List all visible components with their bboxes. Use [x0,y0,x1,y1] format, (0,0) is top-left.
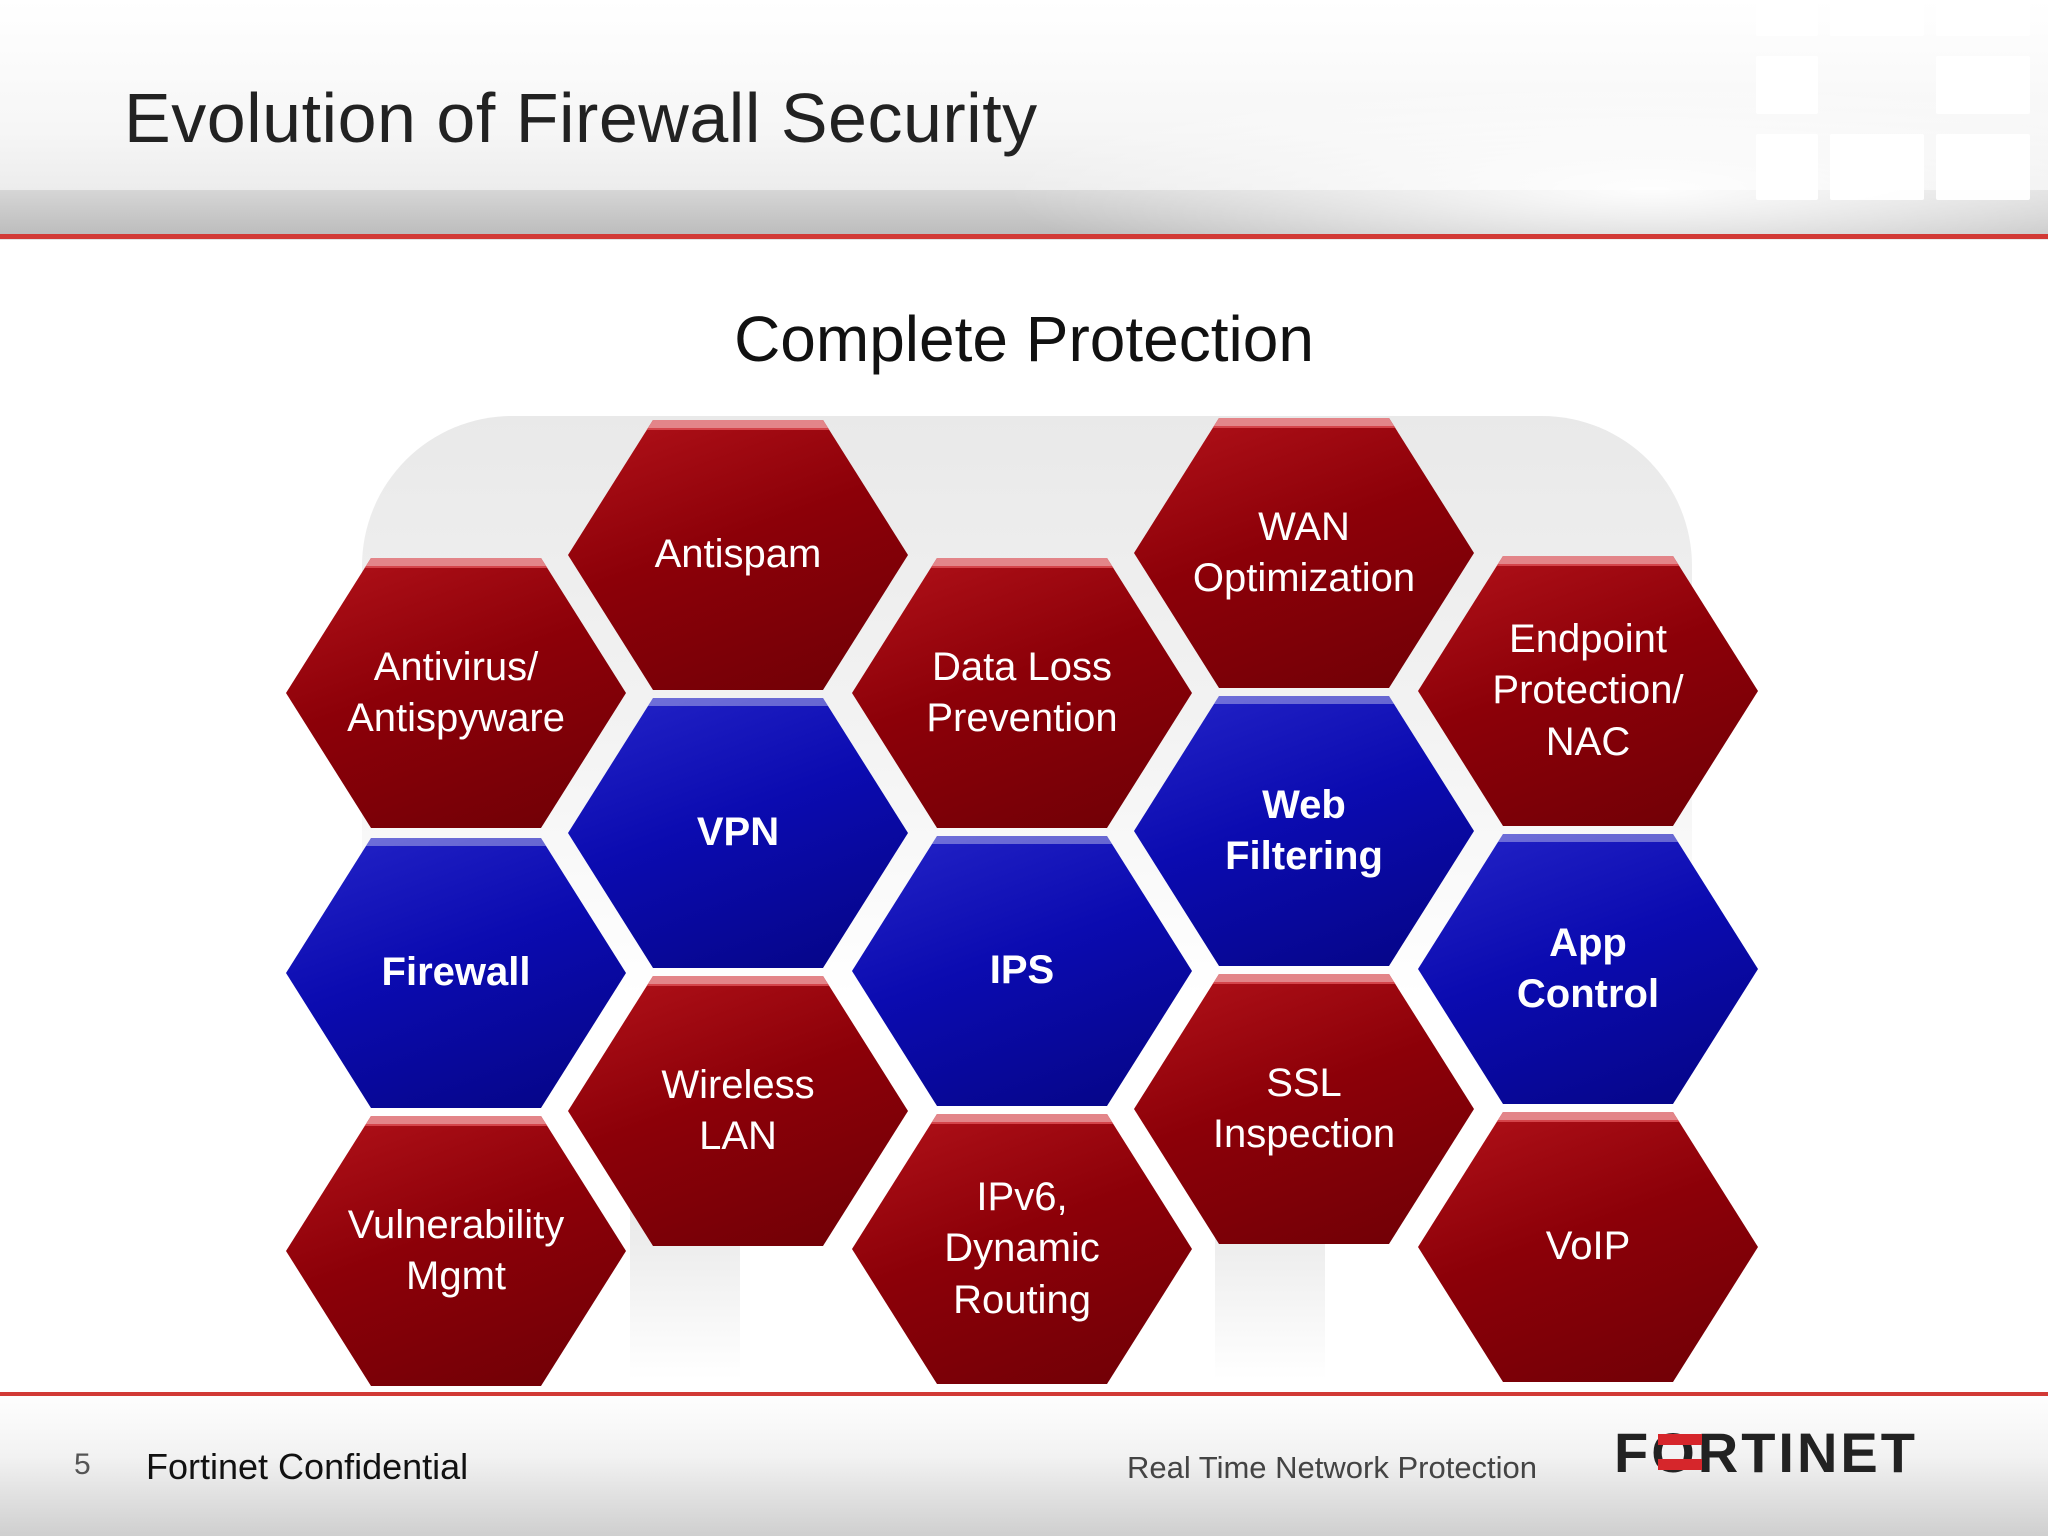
hex-voip: VoIP [1418,1112,1758,1382]
slide-subtitle: Complete Protection [734,303,1314,375]
footer-red-rule [0,1392,2048,1396]
slide-header [0,0,2048,240]
logo-red-bar [1658,1434,1702,1445]
hex-label: VoIP [1545,1224,1631,1269]
tagline: Real Time Network Protection [1127,1450,1538,1485]
hex-label: Antivirus/Antispyware [347,644,565,740]
fortinet-logo-text: FORTINET [1614,1424,1918,1484]
confidential-label: Fortinet Confidential [146,1446,469,1487]
hex-label: Firewall [381,950,531,995]
slide-title: Evolution of Firewall Security [124,79,1038,157]
fortinet-logo: FORTINET [1614,1424,1918,1484]
hex-vpn: VPN [568,698,908,968]
page-number: 5 [74,1448,91,1481]
logo-red-bar [1658,1459,1702,1470]
hex-label: VPN [696,810,780,855]
hex-label: IPS [989,948,1055,993]
hex-label: Antispam [654,532,822,577]
hex-antispam: Antispam [568,420,908,690]
slide-footer [0,1392,2048,1536]
fortinet-grid-icon [1756,0,2048,210]
header-red-rule [0,234,2048,239]
